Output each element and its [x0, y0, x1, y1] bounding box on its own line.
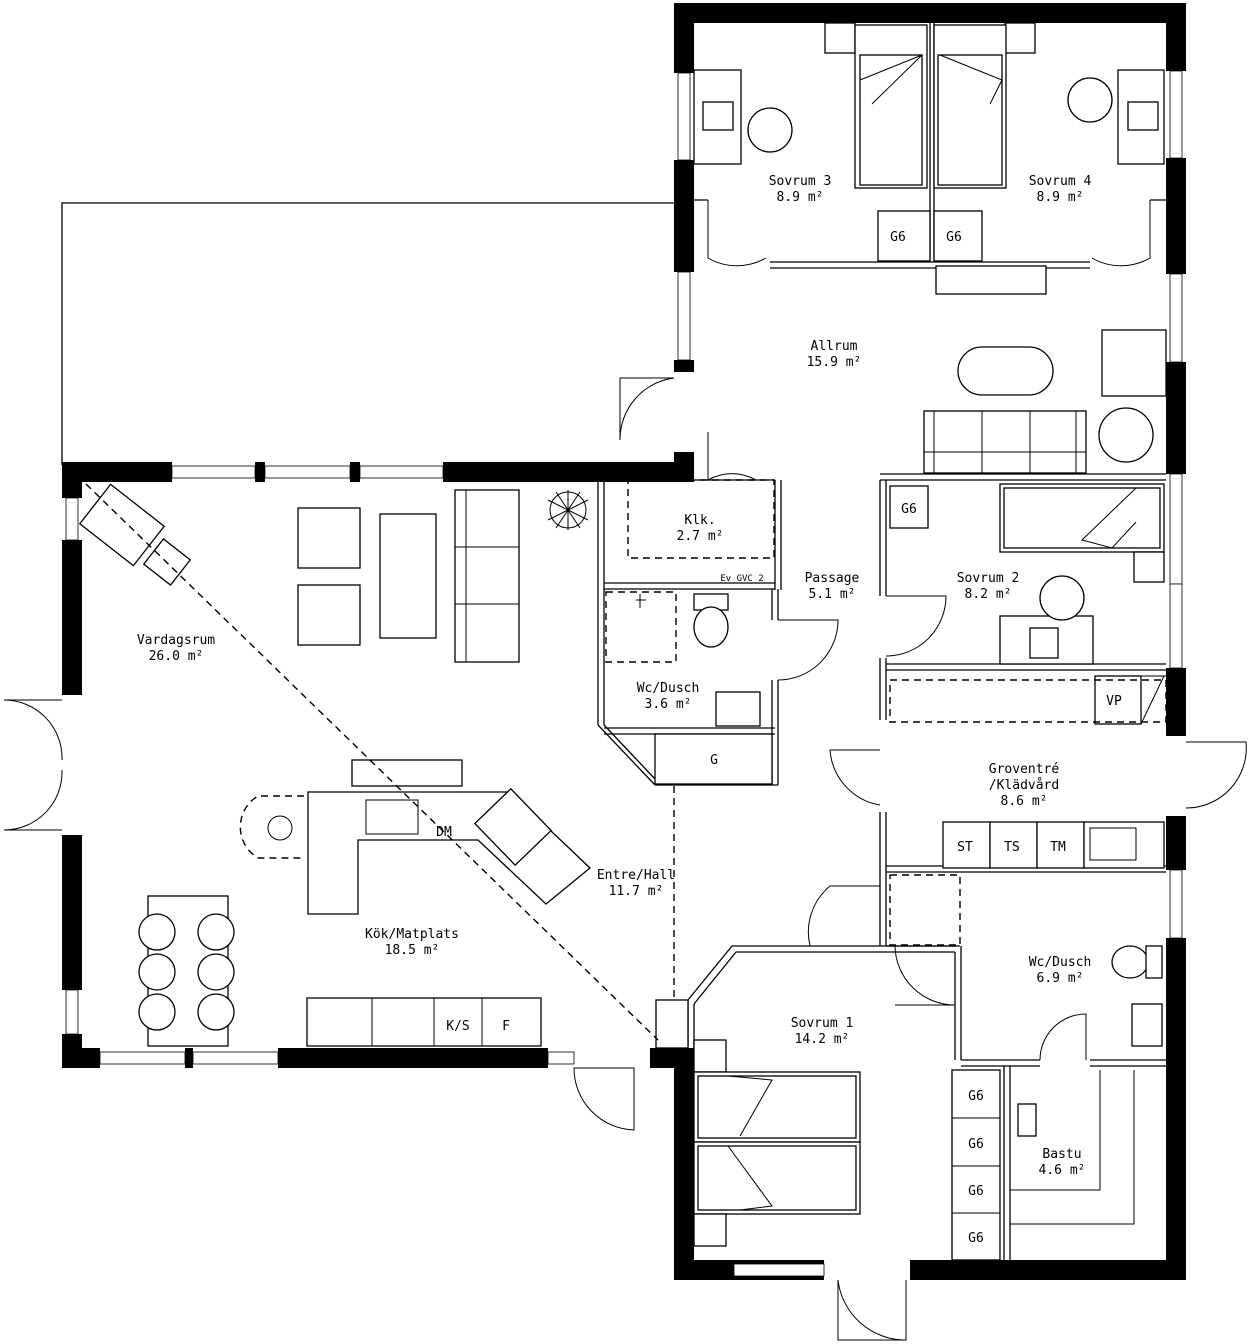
wardrobe-label: G6 [968, 1231, 984, 1246]
wardrobe-g-label: G [710, 753, 718, 768]
room-area-sovrum-4: 8.9 m² [1037, 190, 1084, 205]
heat-pump-label: VP [1106, 694, 1122, 709]
room-area-sovrum-3: 8.9 m² [777, 190, 824, 205]
room-area-wc-dusch-2: 6.9 m² [1037, 971, 1084, 986]
furniture [78, 22, 1167, 1261]
wardrobe-label: G6 [890, 230, 906, 245]
room-area-wc-dusch-1: 3.6 m² [645, 697, 692, 712]
room-name-klk: Klk. [684, 513, 715, 528]
room-area-sovrum-2: 8.2 m² [965, 587, 1012, 602]
room-area-sovrum-1: 14.2 m² [795, 1032, 850, 1047]
doors [3, 200, 1247, 1341]
terrace-outline [61, 202, 674, 465]
room-name-sovrum-1: Sovrum 1 [791, 1016, 854, 1031]
dryer-label: TS [1004, 840, 1020, 855]
freezer-label: F [502, 1019, 510, 1034]
room-name-entre-hall: Entre/Hall [597, 868, 675, 883]
room-name-wc-dusch-1: Wc/Dusch [637, 681, 700, 696]
equipment-labels: G6 G6 G6 Ev GVC 2 G VP ST TS TM DM K/S F… [436, 230, 1122, 1246]
room-area-bastu: 4.6 m² [1039, 1163, 1086, 1178]
room-area-vardagsrum: 26.0 m² [149, 649, 204, 664]
wardrobe-label: G6 [901, 502, 917, 517]
room-area-groventre: 8.6 m² [1001, 794, 1048, 809]
room-labels: Sovrum 3 8.9 m² Sovrum 4 8.9 m² Allrum 1… [137, 174, 1092, 1178]
wardrobe-label: G6 [968, 1184, 984, 1199]
room-name-vardagsrum: Vardagsrum [137, 633, 215, 648]
room-name-kladvard: /Klädvård [989, 778, 1059, 793]
room-name-passage: Passage [805, 571, 860, 586]
wardrobe-label: G6 [946, 230, 962, 245]
fridge-freezer-label: K/S [446, 1019, 469, 1034]
room-area-allrum: 15.9 m² [807, 355, 862, 370]
room-name-kok-matplats: Kök/Matplats [365, 927, 459, 942]
room-name-bastu: Bastu [1042, 1147, 1081, 1162]
windows [65, 70, 1183, 1277]
gvc-label: Ev GVC 2 [720, 574, 763, 584]
room-area-klk: 2.7 m² [677, 529, 724, 544]
washer-label: TM [1050, 840, 1066, 855]
sightline [85, 483, 659, 1041]
room-name-sovrum-3: Sovrum 3 [769, 174, 832, 189]
room-area-kok-matplats: 18.5 m² [385, 943, 440, 958]
dishwasher-label: DM [436, 825, 452, 840]
wardrobe-label: G6 [968, 1137, 984, 1152]
wardrobe-label: G6 [968, 1089, 984, 1104]
cabinet-st-label: ST [957, 840, 973, 855]
room-area-entre-hall: 11.7 m² [609, 884, 664, 899]
room-name-wc-dusch-2: Wc/Dusch [1029, 955, 1092, 970]
room-name-groventre: Groventré [989, 762, 1060, 777]
room-name-sovrum-2: Sovrum 2 [957, 571, 1020, 586]
room-name-allrum: Allrum [811, 339, 858, 354]
room-area-passage: 5.1 m² [809, 587, 856, 602]
room-name-sovrum-4: Sovrum 4 [1029, 174, 1092, 189]
